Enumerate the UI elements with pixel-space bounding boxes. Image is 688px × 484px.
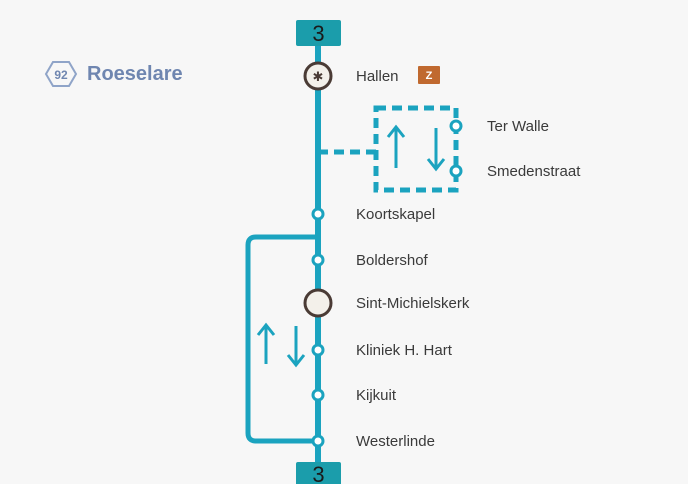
- stop-label-sint-michielskerk: Sint-Michielskerk: [356, 295, 470, 312]
- route-loop-upper-dashed: [373, 105, 459, 193]
- arrow-down-icon: [426, 128, 446, 172]
- stop-label-hallen: Hallen: [356, 68, 399, 85]
- stop-hallen[interactable]: ✱: [303, 61, 333, 91]
- hub-marker: [303, 61, 333, 91]
- region-marker: 92 Roeselare: [44, 61, 183, 87]
- arrow-down-icon: [286, 326, 306, 368]
- line-badge-top: 3: [296, 20, 341, 46]
- stop-label-westerlinde: Westerlinde: [356, 433, 435, 450]
- star-hub-icon: ✱: [313, 70, 324, 85]
- arrow-up-icon: [256, 322, 276, 364]
- zone-tag: Z: [418, 66, 440, 84]
- stop-label-boldershof: Boldershof: [356, 252, 429, 269]
- stop-westerlinde[interactable]: [311, 434, 325, 448]
- region-name: Roeselare: [87, 63, 183, 85]
- stop-koortskapel[interactable]: [311, 207, 325, 221]
- line-number: 3: [312, 462, 324, 484]
- stop-kliniek[interactable]: [311, 343, 325, 357]
- stop-boldershof[interactable]: [311, 253, 325, 267]
- stop-label-kliniek: Kliniek H. Hart: [356, 342, 453, 359]
- route-loop-lower: [245, 234, 318, 444]
- line-badge-bottom: 3: [296, 462, 341, 484]
- arrow-up-icon: [386, 124, 406, 168]
- stop-ter-walle[interactable]: [449, 119, 463, 133]
- stop-label-ter-walle: Ter Walle: [487, 118, 549, 135]
- region-number: 92: [54, 68, 68, 82]
- stop-smedenstraat[interactable]: [449, 164, 463, 178]
- hexagon-icon: [44, 61, 78, 87]
- stop-label-smedenstraat: Smedenstraat: [487, 163, 581, 180]
- stop-label-koortskapel: Koortskapel: [356, 206, 435, 223]
- stop-kijkuit[interactable]: [311, 388, 325, 402]
- stop-sint-michielskerk[interactable]: [303, 288, 333, 318]
- stop-label-kijkuit: Kijkuit: [356, 387, 397, 404]
- zone-tag-text: Z: [426, 70, 433, 82]
- line-number: 3: [312, 21, 324, 46]
